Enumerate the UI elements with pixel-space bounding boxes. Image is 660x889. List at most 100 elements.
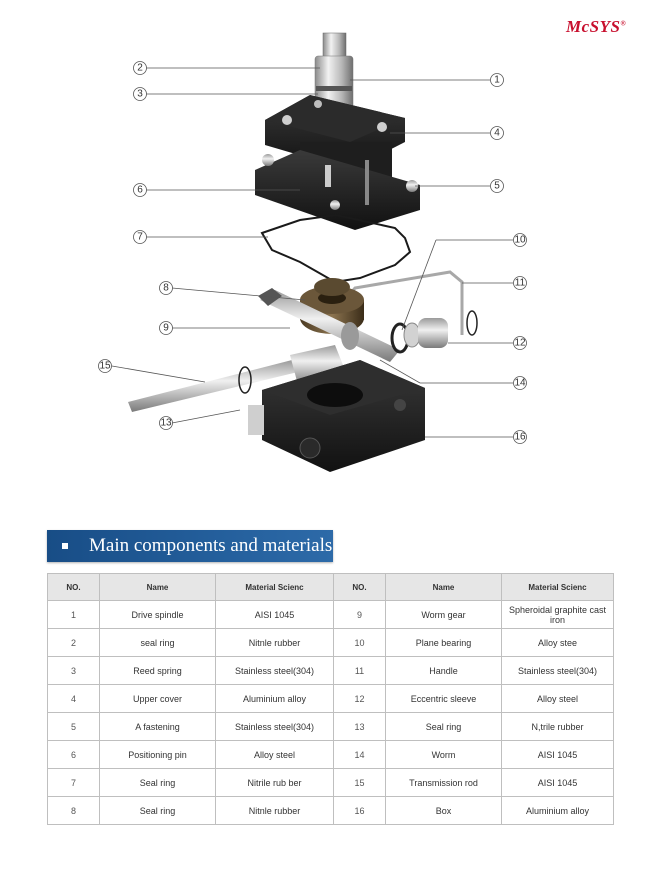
callout-label-13: 13: [160, 418, 172, 429]
callout-16: [513, 430, 527, 444]
callout-label-16: 16: [514, 432, 526, 443]
callout-14: [513, 376, 527, 390]
callout-15: [98, 359, 112, 373]
header-name: Name: [385, 573, 502, 601]
callout-6: [133, 183, 147, 197]
cell-no: 15: [333, 768, 386, 797]
cell-material: N,trile rubber: [501, 712, 614, 741]
cell-material: Stainless steel(304): [215, 712, 334, 741]
brand-logo-text: McSYS: [566, 17, 621, 36]
cell-name: Transmission rod: [385, 768, 502, 797]
callout-label-3: 3: [137, 89, 143, 100]
header-material: Material Scienc: [501, 573, 614, 601]
bullet-icon: [62, 543, 68, 549]
cell-no: 4: [47, 684, 100, 713]
cell-name: Plane bearing: [385, 628, 502, 657]
callout-10: [513, 233, 527, 247]
table-row: 1 Drive spindle AISI 1045 9 Worm gear Sp…: [47, 600, 614, 629]
cell-material: Alloy stee: [501, 628, 614, 657]
gasket-seal-ring: [260, 213, 412, 284]
header-name: Name: [99, 573, 216, 601]
cell-no: 11: [333, 656, 386, 685]
cell-material: Aluminium alloy: [215, 684, 334, 713]
callout-label-2: 2: [137, 63, 143, 74]
cell-no: 14: [333, 740, 386, 769]
table-row: 5 A fastening Stainless steel(304) 13 Se…: [47, 712, 614, 741]
callout-8: [159, 281, 173, 295]
callout-label-7: 7: [137, 232, 143, 243]
cell-material: AISI 1045: [501, 740, 614, 769]
cell-name: Eccentric sleeve: [385, 684, 502, 713]
callout-7: [133, 230, 147, 244]
callout-leader-lines: [111, 67, 513, 438]
cell-no: 1: [47, 600, 100, 629]
cell-material: Alloy steel: [215, 740, 334, 769]
components-table: NO. Name Material Scienc NO. Name Materi…: [47, 573, 614, 825]
registered-mark: ®: [620, 19, 627, 28]
cell-name: Upper cover: [99, 684, 216, 713]
cell-no: 3: [47, 656, 100, 685]
table-row: 2 seal ring Nitnle rubber 10 Plane beari…: [47, 628, 614, 657]
table-row: 4 Upper cover Aluminium alloy 12 Eccentr…: [47, 684, 614, 713]
cell-name: Reed spring: [99, 656, 216, 685]
bearing-sleeve-group: [390, 310, 478, 354]
cell-no: 6: [47, 740, 100, 769]
cell-no: 7: [47, 768, 100, 797]
callout-5: [490, 179, 504, 193]
cell-material: Nitnle rubber: [215, 628, 334, 657]
cell-material: Stainless steel(304): [501, 656, 614, 685]
header-no: NO.: [47, 573, 100, 601]
callout-label-10: 10: [514, 235, 526, 246]
cell-name: Seal ring: [99, 796, 216, 825]
cell-material: AISI 1045: [501, 768, 614, 797]
table-row: 7 Seal ring Nitrile rub ber 15 Transmiss…: [47, 768, 614, 797]
callout-3: [133, 87, 147, 101]
callout-12: [513, 336, 527, 350]
callout-9: [159, 321, 173, 335]
callout-label-1: 1: [494, 75, 500, 86]
callout-label-11: 11: [515, 278, 526, 289]
cell-material: AISI 1045: [215, 600, 334, 629]
cell-no: 5: [47, 712, 100, 741]
callout-2: [133, 61, 147, 75]
callout-label-6: 6: [137, 185, 143, 196]
table-row: 3 Reed spring Stainless steel(304) 11 Ha…: [47, 656, 614, 685]
brand-logo: McSYS®: [566, 17, 626, 37]
cell-no: 16: [333, 796, 386, 825]
callout-label-12: 12: [514, 338, 526, 349]
header-no: NO.: [333, 573, 386, 601]
exploded-view-diagram: 2 3 6 7 8 9 15 13 1 4 5 10 11 12 14 16: [98, 32, 527, 472]
cell-name: Handle: [385, 656, 502, 685]
cell-name: Seal ring: [385, 712, 502, 741]
cell-name: A fastening: [99, 712, 216, 741]
table-header-row: NO. Name Material Scienc NO. Name Materi…: [47, 573, 614, 601]
cell-name: Drive spindle: [99, 600, 216, 629]
cell-material: Nitrile rub ber: [215, 768, 334, 797]
table-row: 8 Seal ring Nitnle rubber 16 Box Alumini…: [47, 796, 614, 825]
cell-material: Stainless steel(304): [215, 656, 334, 685]
header-material: Material Scienc: [215, 573, 334, 601]
callout-1: [490, 73, 504, 87]
callout-label-5: 5: [494, 181, 500, 192]
cell-name: seal ring: [99, 628, 216, 657]
transmission-rod-part: [128, 345, 345, 412]
flange-part: [255, 150, 420, 230]
section-banner: Main components and materials: [47, 530, 333, 562]
cell-no: 8: [47, 796, 100, 825]
callout-label-15: 15: [99, 361, 111, 372]
table-row: 6 Positioning pin Alloy steel 14 Worm AI…: [47, 740, 614, 769]
callout-4: [490, 126, 504, 140]
cell-name: Worm: [385, 740, 502, 769]
cell-name: Seal ring: [99, 768, 216, 797]
cell-material: Nitnle rubber: [215, 796, 334, 825]
cell-no: 2: [47, 628, 100, 657]
callout-label-14: 14: [514, 378, 526, 389]
cell-material: Spheroidal graphite cast iron: [501, 600, 614, 629]
callout-13: [159, 416, 173, 430]
callout-11: [513, 276, 527, 290]
callout-label-9: 9: [163, 323, 169, 334]
section-title: Main components and materials: [89, 535, 333, 556]
cell-material: Alloy steel: [501, 684, 614, 713]
callout-label-8: 8: [163, 283, 169, 294]
cell-name: Positioning pin: [99, 740, 216, 769]
